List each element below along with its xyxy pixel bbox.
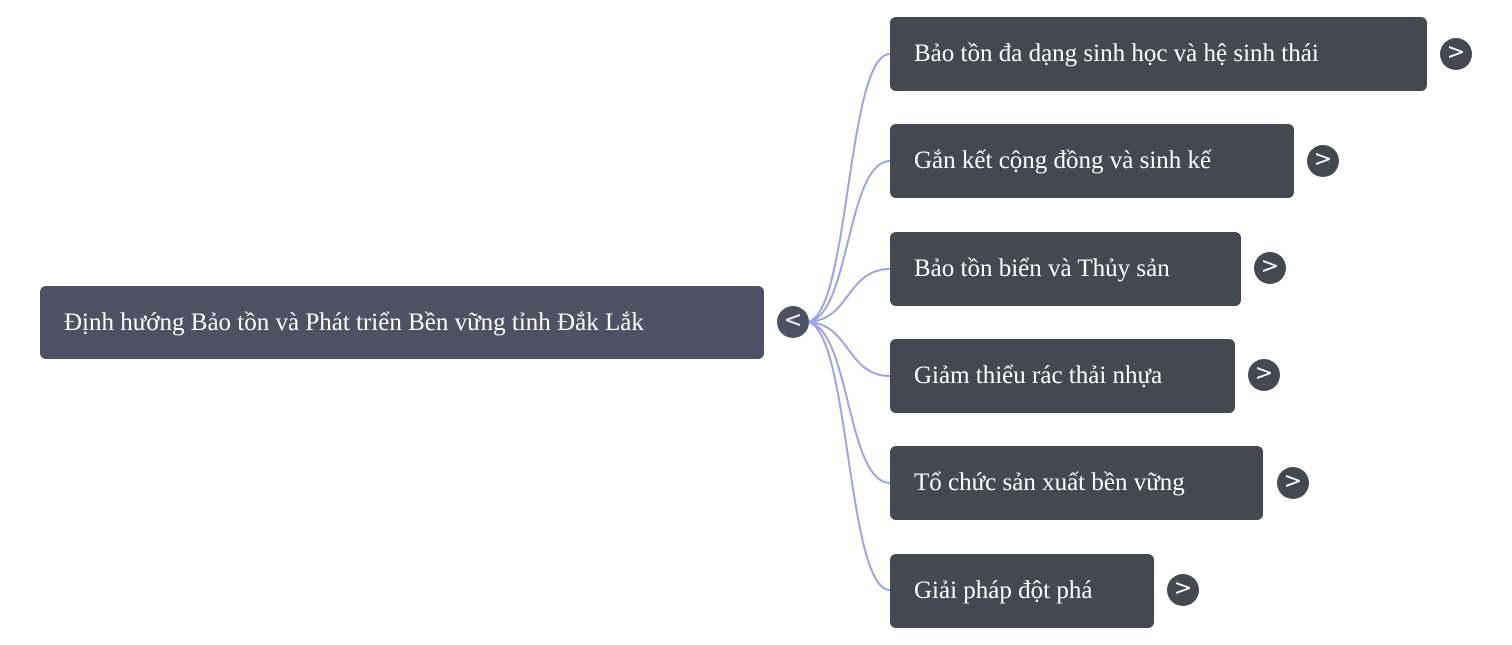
- chevron-right-icon: >: [1446, 40, 1466, 65]
- expand-toggle-button[interactable]: >: [1277, 467, 1309, 499]
- child-node-sustainable-production[interactable]: Tổ chức sản xuất bền vững: [890, 446, 1263, 520]
- connector-to-child-1: [805, 53, 891, 323]
- child-node-biodiversity[interactable]: Bảo tồn đa dạng sinh học và hệ sinh thái: [890, 17, 1427, 91]
- chevron-left-icon: <: [783, 308, 803, 333]
- chevron-right-icon: >: [1254, 361, 1274, 386]
- connector-to-child-4: [805, 321, 891, 377]
- expand-toggle-button[interactable]: >: [1440, 38, 1472, 70]
- expand-toggle-button[interactable]: >: [1248, 359, 1280, 391]
- chevron-right-icon: >: [1260, 254, 1280, 279]
- expand-toggle-button[interactable]: >: [1307, 145, 1339, 177]
- child-node-breakthrough[interactable]: Giải pháp đột phá: [890, 554, 1154, 628]
- chevron-right-icon: >: [1283, 469, 1303, 494]
- child-node-plastic-waste[interactable]: Giảm thiểu rác thải nhựa: [890, 339, 1235, 413]
- child-node-label: Bảo tồn biển và Thủy sản: [914, 255, 1170, 282]
- child-node-label: Gắn kết cộng đồng và sinh kế: [914, 147, 1212, 174]
- child-node-label: Giải pháp đột phá: [914, 577, 1093, 604]
- connector-to-child-5: [805, 321, 891, 484]
- collapse-toggle-button[interactable]: <: [777, 306, 809, 338]
- root-node[interactable]: Định hướng Bảo tồn và Phát triển Bền vữn…: [40, 286, 764, 359]
- connector-to-child-3: [805, 268, 891, 323]
- chevron-right-icon: >: [1173, 576, 1193, 601]
- child-node-marine[interactable]: Bảo tồn biển và Thủy sản: [890, 232, 1241, 306]
- connector-to-child-6: [805, 321, 891, 591]
- child-node-community[interactable]: Gắn kết cộng đồng và sinh kế: [890, 124, 1294, 198]
- child-node-label: Giảm thiểu rác thải nhựa: [914, 362, 1163, 389]
- expand-toggle-button[interactable]: >: [1167, 574, 1199, 606]
- chevron-right-icon: >: [1313, 147, 1333, 172]
- expand-toggle-button[interactable]: >: [1254, 252, 1286, 284]
- child-node-label: Tổ chức sản xuất bền vững: [914, 469, 1185, 496]
- root-node-label: Định hướng Bảo tồn và Phát triển Bền vữn…: [64, 309, 644, 336]
- child-node-label: Bảo tồn đa dạng sinh học và hệ sinh thái: [914, 40, 1319, 67]
- connector-to-child-2: [805, 160, 891, 323]
